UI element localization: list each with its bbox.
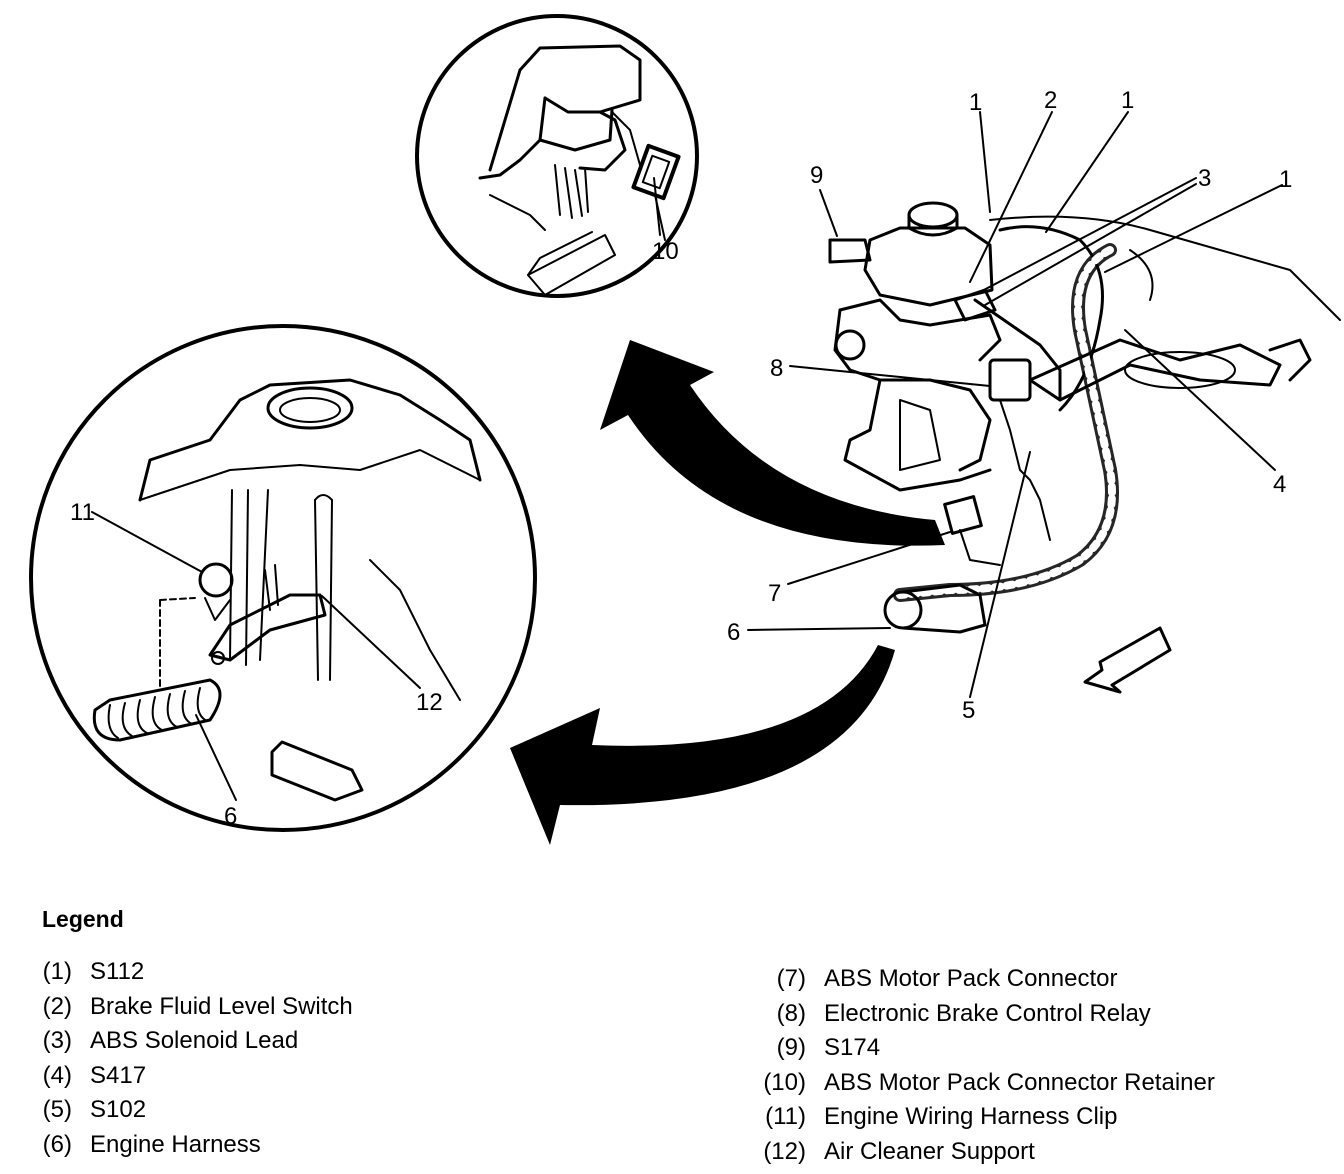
legend-item-text: S112: [90, 958, 145, 985]
legend-item-number: (5): [42, 1096, 72, 1124]
legend-item: (7) ABS Motor Pack Connector: [708, 962, 1215, 997]
legend-item: (3) ABS Solenoid Lead: [0, 1024, 353, 1059]
callout-7: 7: [768, 580, 781, 607]
legend-item-number: (9): [776, 1034, 806, 1062]
detail-circle-clip: [29, 324, 537, 832]
callout-3: 3: [1198, 165, 1211, 192]
curved-arrow-upper: [600, 340, 945, 546]
callout-labels: 1 2 1 3 1 9 8 4 7 6 5 10 11 12 6: [70, 87, 1292, 830]
legend-item: (4) S417: [0, 1059, 353, 1094]
legend-item-text: Air Cleaner Support: [824, 1137, 1035, 1165]
legend-item-number: (10): [763, 1068, 806, 1096]
legend-item: (6) Engine Harness: [0, 1128, 353, 1163]
legend-item: (10) ABS Motor Pack Connector Retainer: [708, 1066, 1215, 1101]
callout-8: 8: [770, 355, 783, 382]
legend-title: Legend: [42, 906, 124, 932]
callout-4: 4: [1273, 471, 1286, 498]
legend-item: (2) Brake Fluid Level Switch: [0, 990, 353, 1025]
callout-10: 10: [652, 238, 679, 265]
callout-1-b: 1: [1121, 87, 1134, 114]
legend-item-text: Brake Fluid Level Switch: [90, 992, 353, 1020]
legend-item-text: S174: [824, 1034, 881, 1062]
legend-item-number: (2): [42, 992, 72, 1020]
callout-6-a: 6: [727, 619, 740, 646]
legend-item-text: Engine Harness: [90, 1130, 261, 1158]
legend-item-number: (7): [776, 965, 806, 992]
legend-item: (12) Air Cleaner Support: [708, 1135, 1215, 1170]
legend-item-number: (8): [776, 999, 806, 1027]
legend-item-text: ABS Motor Pack Connector: [824, 965, 1118, 992]
callout-12: 12: [416, 689, 443, 716]
legend-item-number: (12): [763, 1137, 806, 1165]
legend-item-number: (6): [42, 1130, 72, 1158]
callout-2: 2: [1044, 87, 1057, 114]
legend-item-number: (11): [765, 1103, 806, 1131]
legend-item-number: (1): [42, 958, 72, 985]
engine-assembly: [828, 201, 1341, 694]
legend-list-right: (7) ABS Motor Pack Connector (8) Electroni…: [708, 962, 1215, 1170]
legend-item: (9) S174: [708, 1031, 1215, 1066]
callout-9: 9: [810, 162, 823, 189]
engine-harness-diagram: 1 2 1 3 1 9 8 4 7 6 5 10 11 12 6: [29, 14, 1341, 845]
callout-1-a: 1: [969, 89, 982, 116]
callout-6-b: 6: [224, 803, 237, 830]
legend-item-number: (3): [42, 1027, 72, 1055]
legend-item-number: (4): [42, 1061, 72, 1089]
legend-item: (8) Electronic Brake Control Relay: [708, 997, 1215, 1032]
legend-item: (5) S102: [0, 1093, 353, 1128]
callout-5: 5: [962, 697, 975, 724]
callout-11: 11: [70, 499, 95, 526]
legend-item-text: Electronic Brake Control Relay: [824, 999, 1151, 1027]
legend-item-text: ABS Motor Pack Connector Retainer: [824, 1068, 1215, 1096]
legend-item-text: S417: [90, 1061, 147, 1089]
curved-arrow-lower: [510, 645, 895, 845]
legend-item: (11) Engine Wiring Harness Clip: [708, 1100, 1215, 1135]
legend-item-text: Engine Wiring Harness Clip: [824, 1103, 1118, 1131]
legend-item-text: ABS Solenoid Lead: [90, 1027, 299, 1055]
legend-list-left: (1) S112 (2) Brake Fluid Level Switch (3) A…: [0, 955, 353, 1163]
legend-item-text: S102: [90, 1096, 147, 1124]
callout-1-c: 1: [1279, 166, 1292, 193]
legend-item: (1) S112: [0, 955, 353, 990]
